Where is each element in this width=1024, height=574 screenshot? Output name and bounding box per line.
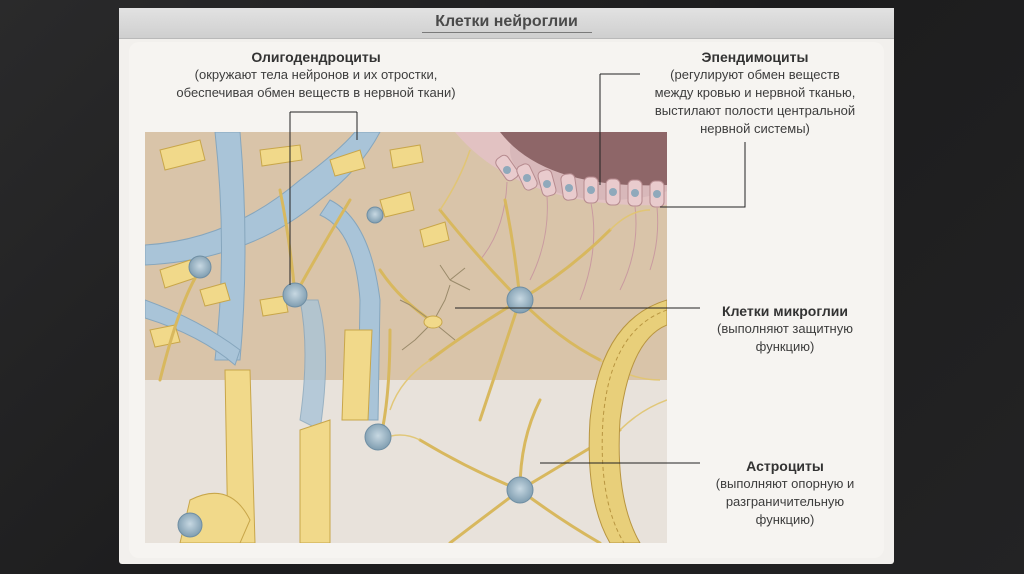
- ependymocytes-desc-2: между кровью и нервной тканью,: [620, 84, 890, 102]
- astrocytes-desc-3: функцию): [695, 511, 875, 529]
- ependymocytes-name: Эпендимоциты: [620, 48, 890, 66]
- tissue-section: [145, 100, 710, 543]
- label-microglia: Клетки микроглии (выполняют защитную фун…: [690, 302, 880, 356]
- label-ependymocytes: Эпендимоциты (регулируют обмен веществ м…: [620, 48, 890, 138]
- microglia-desc-1: (выполняют защитную: [690, 320, 880, 338]
- microglia-name: Клетки микроглии: [690, 302, 880, 320]
- microglia-desc-2: функцию): [690, 338, 880, 356]
- ependymocytes-desc-4: нервной системы): [620, 120, 890, 138]
- astrocytes-desc-1: (выполняют опорную и: [695, 475, 875, 493]
- oligodendrocytes-desc-2: обеспечивая обмен веществ в нервной ткан…: [145, 84, 487, 102]
- oligodendrocytes-desc-1: (окружают тела нейронов и их отростки,: [145, 66, 487, 84]
- astrocytes-name: Астроциты: [695, 457, 875, 475]
- ependymocytes-desc-3: выстилают полости центральной: [620, 102, 890, 120]
- ependymocytes-desc-1: (регулируют обмен веществ: [620, 66, 890, 84]
- oligodendrocytes-name: Олигодендроциты: [145, 48, 487, 66]
- label-oligodendrocytes: Олигодендроциты (окружают тела нейронов …: [145, 48, 487, 102]
- label-astrocytes: Астроциты (выполняют опорную и разгранич…: [695, 457, 875, 529]
- astrocytes-desc-2: разграничительную: [695, 493, 875, 511]
